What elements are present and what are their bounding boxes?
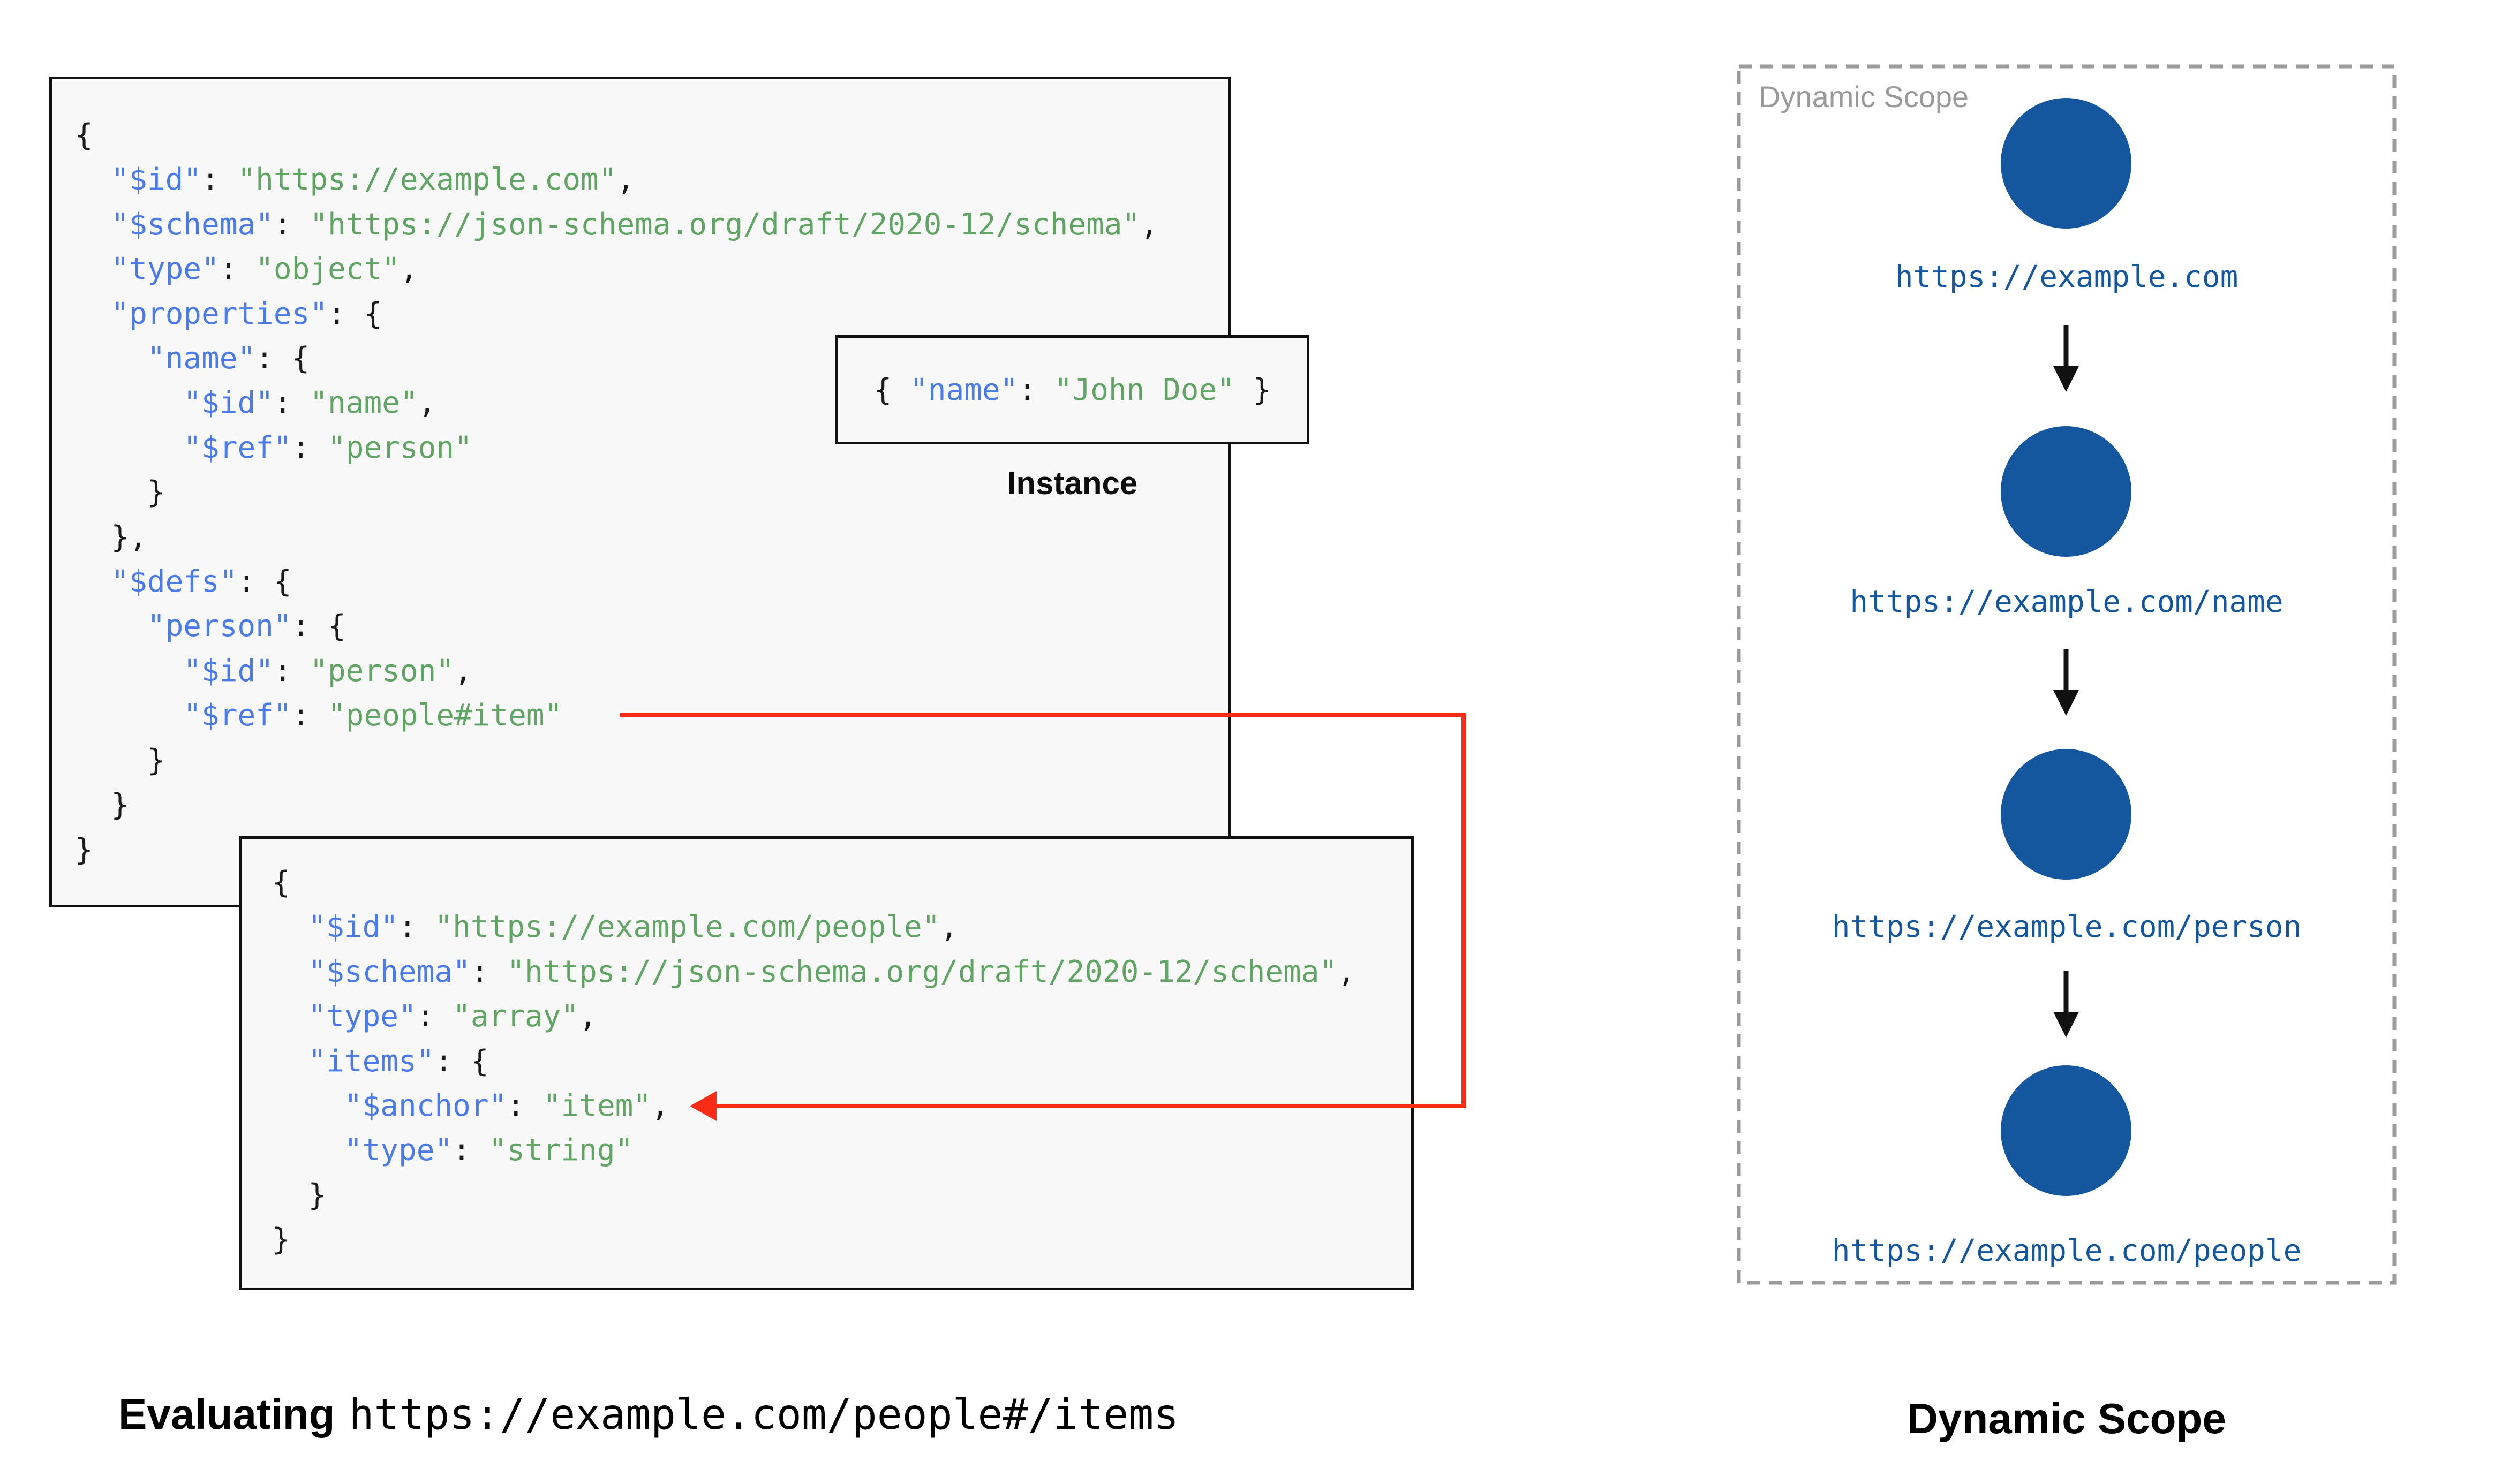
evaluating-caption-prefix: Evaluating	[118, 1390, 335, 1438]
scope-arrow-1-head-icon	[2053, 366, 2079, 392]
instance-json: { "name": "John Doe" }	[873, 372, 1271, 407]
scope-arrow-3-head-icon	[2053, 1012, 2079, 1038]
scope-node-3-circle	[2001, 749, 2131, 880]
dynamic-scope-caption: Dynamic Scope	[1907, 1395, 2226, 1442]
dynamic-scope-panel-border	[1737, 64, 2397, 1285]
evaluating-caption-uri: https://example.com/people#/items	[349, 1391, 1179, 1439]
main-schema-code: { "$id": "https://example.com", "$schema…	[75, 118, 1158, 867]
scope-node-4-circle	[2001, 1065, 2131, 1196]
instance-box: { "name": "John Doe" }	[835, 335, 1309, 444]
scope-node-3-label: https://example.com/person	[1832, 910, 2302, 944]
dynamic-scope-panel-label: Dynamic Scope	[1759, 80, 1969, 113]
instance-label: Instance	[1007, 465, 1138, 501]
scope-node-4-label: https://example.com/people	[1832, 1233, 2302, 1268]
people-schema-code: { "$id": "https://example.com/people", "…	[272, 865, 1355, 1258]
evaluating-caption: Evaluating https://example.com/people#/i…	[118, 1390, 1179, 1449]
scope-node-2-circle	[2001, 426, 2131, 557]
scope-node-1-circle	[2001, 98, 2131, 229]
scope-arrow-2-head-icon	[2053, 690, 2079, 716]
scope-node-2-label: https://example.com/name	[1850, 585, 2284, 619]
scope-node-1-label: https://example.com	[1895, 260, 2239, 294]
